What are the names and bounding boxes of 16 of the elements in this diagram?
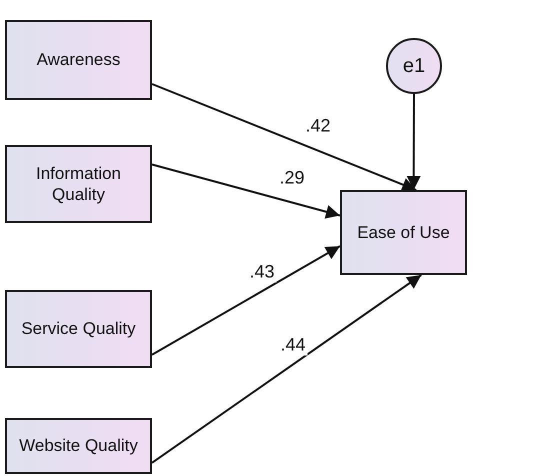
node-label: Information Quality [34, 162, 122, 206]
arrow [152, 245, 340, 356]
arrow [152, 164, 340, 219]
variable-box [5, 145, 152, 223]
node-label: Website Quality [18, 435, 139, 457]
arrow [152, 83, 417, 192]
variable-box [340, 190, 467, 275]
variable-box [5, 290, 152, 368]
node-label: Ease of Use [356, 222, 451, 244]
node-label: Service Quality [20, 318, 137, 340]
arrow [406, 94, 421, 190]
node-label: Awareness [36, 49, 122, 71]
variable-box [5, 418, 152, 474]
arrow [151, 274, 422, 464]
variable-box [5, 20, 152, 100]
node-label: e1 [402, 54, 426, 78]
